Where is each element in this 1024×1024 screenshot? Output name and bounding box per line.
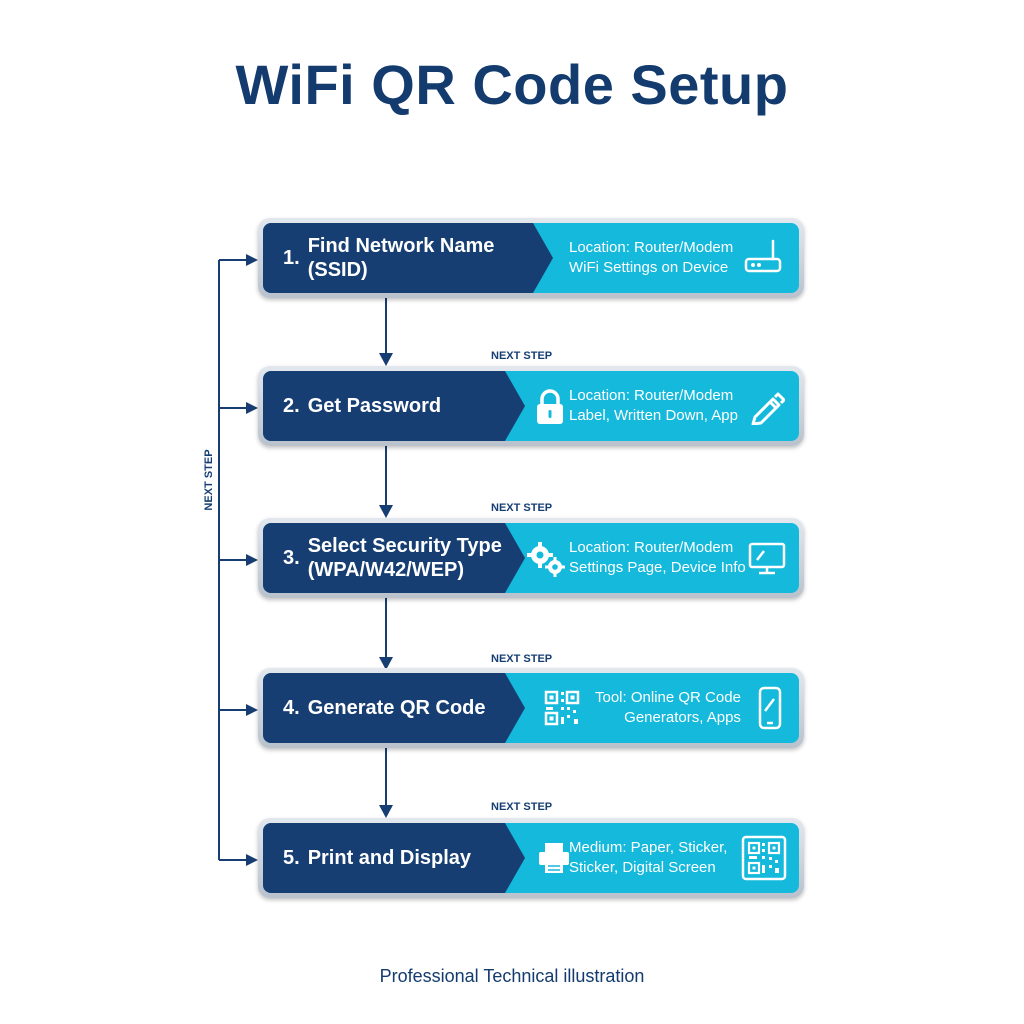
step-info-line: Settings Page, Device Info [569, 559, 746, 576]
next-step-label: NEXT STEP [491, 350, 553, 362]
router-icon [744, 239, 782, 273]
gears-icon [527, 542, 565, 577]
step-info-line: Tool: Online QR Code [595, 689, 741, 706]
step-number: 4. [283, 696, 300, 719]
step-info-line: WiFi Settings on Device [569, 259, 729, 276]
next-step-label: NEXT STEP [491, 653, 553, 665]
step-number: 1. [283, 246, 300, 269]
qr-code-icon [544, 690, 580, 726]
monitor-icon [748, 542, 786, 575]
step-info-line: Location: Router/Modem [569, 239, 734, 256]
step-number: 2. [283, 394, 300, 417]
printer-icon [539, 843, 569, 873]
step-info-line: Location: Router/Modem [569, 387, 734, 404]
side-next-step-label: NEXT STEP [203, 449, 215, 511]
step-title: Get Password [307, 395, 442, 417]
footer-caption: Professional Technical illustration [379, 966, 645, 986]
step-card-2: 2. Get Password Location: Router/Modem L… [258, 366, 804, 446]
step-title: Print and Display [307, 847, 472, 869]
step-info-line: Medium: Paper, Sticker, [569, 839, 728, 856]
step-title: Find Network Name (SSID) [307, 235, 495, 281]
step-info-line: Sticker, Digital Screen [569, 859, 716, 876]
step-number: 3. [283, 546, 300, 569]
next-step-label: NEXT STEP [491, 801, 553, 813]
step-info-line: Generators, Apps [624, 709, 741, 726]
step-info-line: Location: Router/Modem [569, 539, 734, 556]
step-card-5: 5. Print and Display Medium: Paper, Stic… [258, 818, 804, 898]
next-step-label: NEXT STEP [491, 502, 553, 514]
step-info-line: Label, Written Down, App [569, 407, 738, 424]
pencil-icon [751, 392, 785, 425]
lock-icon [537, 389, 563, 424]
step-card-4: 4. Generate QR Code Tool: Online QR Code… [258, 668, 804, 748]
step-card-1: 1. Find Network Name (SSID) Location: Ro… [258, 218, 804, 298]
step-title: Select Security Type [307, 535, 502, 557]
step-card-3: 3. Select Security Type (WPA/W42/WEP) [258, 518, 804, 598]
qr-code-icon [741, 835, 787, 881]
smartphone-icon [758, 686, 782, 730]
diagram-title: WiFi QR Code Setup [235, 53, 789, 116]
step-title: (WPA/W42/WEP) [307, 559, 464, 581]
step-number: 5. [283, 846, 300, 869]
step-title: Generate QR Code [307, 697, 486, 719]
